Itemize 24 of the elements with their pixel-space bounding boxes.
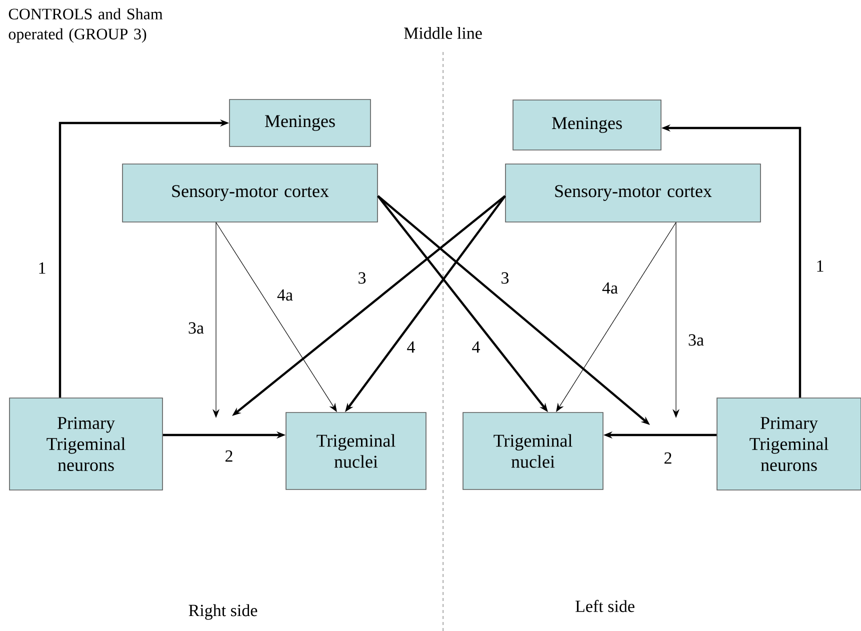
process-box: Meninges xyxy=(229,99,371,147)
process-box: Sensory-motor cortex xyxy=(122,164,378,222)
process-box: Meninges xyxy=(512,100,662,150)
edge-label: 4a xyxy=(600,281,620,295)
edge-label: 3a xyxy=(186,321,206,335)
side-label: Right side xyxy=(188,604,258,620)
side-label: Middle line xyxy=(404,27,482,39)
process-box: Sensory-motor cortex xyxy=(505,164,761,222)
edge-label: 1 xyxy=(36,261,48,275)
edge-label: 3 xyxy=(500,271,510,285)
process-box: Trigeminal nuclei xyxy=(286,412,426,490)
edge-label: 2 xyxy=(224,449,234,463)
edge-label: 3a xyxy=(686,333,706,347)
process-box: Primary Trigeminal neurons xyxy=(716,398,861,490)
process-box: Trigeminal nuclei xyxy=(462,412,604,490)
diagram-title: CONTROLS and Sham operated (GROUP 3) xyxy=(8,8,163,43)
side-label: Left side xyxy=(576,600,634,612)
edge-label: 4 xyxy=(470,340,482,354)
edge-label: 2 xyxy=(662,451,674,465)
edge-label: 4a xyxy=(276,288,294,302)
process-box: Primary Trigeminal neurons xyxy=(9,398,163,490)
edge-label: 4 xyxy=(406,340,416,354)
edge-label: 3 xyxy=(356,271,368,285)
edge-label: 1 xyxy=(814,259,826,273)
